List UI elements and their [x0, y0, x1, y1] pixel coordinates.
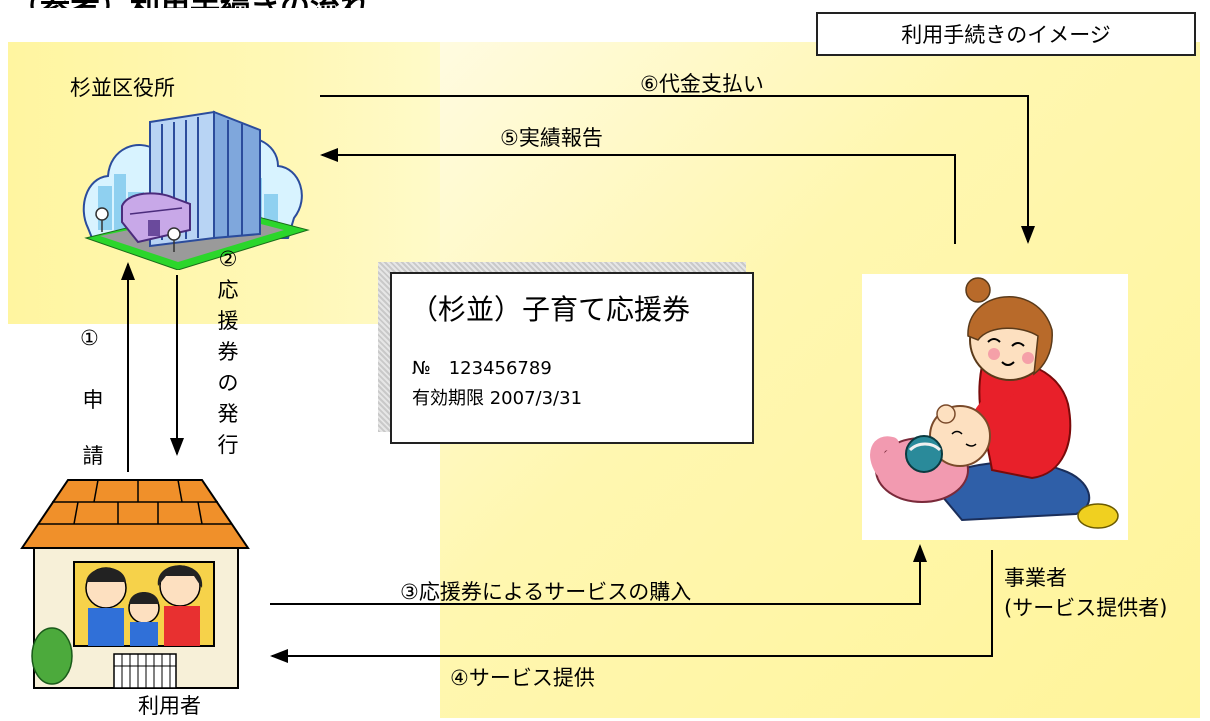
page-heading: （参考）利用手続きの流れ — [10, 0, 370, 8]
title-box: 利用手続きのイメージ — [816, 12, 1196, 56]
step2-char: 応 — [217, 278, 239, 302]
title-box-text: 利用手続きのイメージ — [901, 23, 1111, 47]
user-house-illustration — [20, 479, 250, 689]
step1-number: ① — [80, 326, 99, 350]
provider-label-line1: 事業者 — [1004, 566, 1067, 590]
step2-label: ② 応 援 券 の 発 行 — [215, 244, 241, 461]
city-office-label: 杉並区役所 — [70, 76, 175, 100]
ticket-number: № 123456789 — [412, 358, 552, 379]
ticket-expiry: 有効期限 2007/3/31 — [412, 388, 583, 409]
step1-char: 請 — [82, 444, 104, 468]
step2-char: の — [217, 371, 239, 395]
voucher-ticket: （杉並）子育て応援券 № 123456789 有効期限 2007/3/31 — [390, 272, 754, 444]
arrow-step6 — [320, 95, 1035, 244]
step1-char: 申 — [82, 388, 104, 412]
user-label: 利用者 — [138, 694, 201, 718]
step2-char: 発 — [217, 402, 239, 426]
step2-char: 券 — [217, 340, 239, 364]
step1-label: 申 請 — [80, 372, 106, 484]
step6-label: ⑥代金支払い — [640, 72, 764, 96]
arrow-step3 — [270, 544, 927, 605]
step3-label: ③応援券によるサービスの購入 — [400, 580, 692, 604]
provider-illustration — [862, 274, 1128, 540]
step2-char: 行 — [217, 433, 239, 457]
ticket-title: （杉並）子育て応援券 — [410, 293, 691, 326]
step2-char: 援 — [217, 309, 239, 333]
arrow-step4 — [270, 550, 993, 663]
step4-label: ④サービス提供 — [450, 666, 595, 690]
provider-label-line2: (サービス提供者) — [1004, 596, 1168, 620]
step2-char: ② — [218, 247, 238, 271]
step5-label: ⑤実績報告 — [500, 126, 603, 150]
city-office-illustration — [82, 110, 310, 270]
arrow-step5 — [320, 148, 956, 244]
